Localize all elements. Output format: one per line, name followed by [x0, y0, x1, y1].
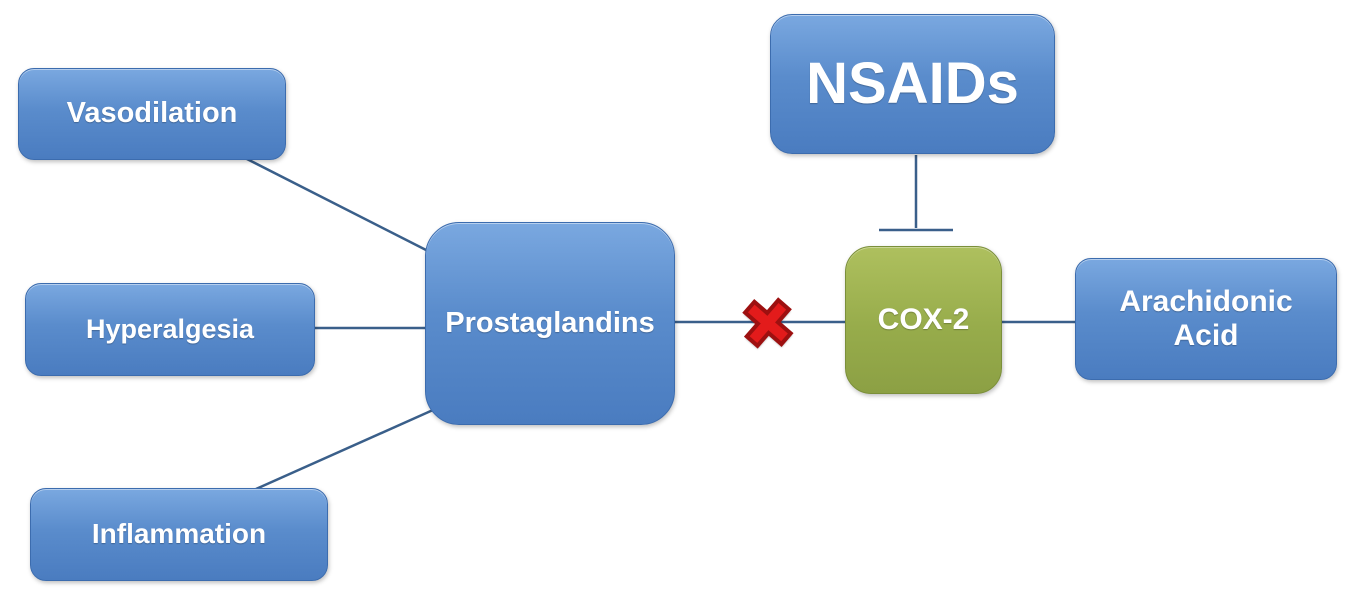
- connector-vasodilation-prostaglandins: [244, 156, 431, 254]
- node-vasodilation-label: Vasodilation: [66, 97, 238, 130]
- blocked-pathway-x-icon: ✖: [727, 280, 809, 367]
- connector-inflammation-prostaglandins: [255, 408, 434, 491]
- node-arachidonic-acid: Arachidonic Acid: [1075, 258, 1337, 380]
- node-arachidonic-acid-label: Arachidonic Acid: [1119, 284, 1293, 353]
- node-hyperalgesia-label: Hyperalgesia: [85, 313, 255, 344]
- node-vasodilation: Vasodilation: [18, 68, 286, 160]
- node-nsaids-label: NSAIDs: [806, 50, 1019, 116]
- node-prostaglandins: Prostaglandins: [425, 222, 675, 425]
- node-cox2: COX-2: [845, 246, 1002, 394]
- blocked-pathway-x-glyph: ✖: [737, 284, 799, 364]
- node-nsaids: NSAIDs: [770, 14, 1055, 154]
- node-hyperalgesia: Hyperalgesia: [25, 283, 315, 376]
- node-cox2-label: COX-2: [877, 302, 970, 336]
- node-inflammation-label: Inflammation: [91, 518, 267, 550]
- node-prostaglandins-label: Prostaglandins: [445, 306, 655, 339]
- node-inflammation: Inflammation: [30, 488, 328, 581]
